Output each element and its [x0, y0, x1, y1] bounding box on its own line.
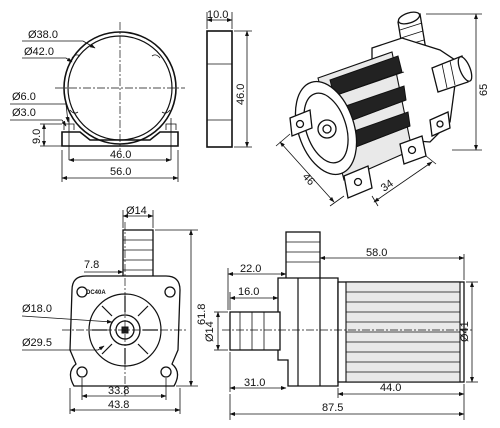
- dim-side-thickness: 10.0: [207, 9, 228, 21]
- dim-inlet-length: 16.0: [238, 286, 259, 298]
- bracket-base: [61, 131, 179, 147]
- dim-motor-diameter: Ø41: [459, 321, 471, 342]
- side-bracket-body: [206, 30, 233, 148]
- bracket-ring-detail: [69, 54, 171, 114]
- dim-overall-length: 87.5: [322, 402, 343, 414]
- dim-iso-height: 65: [478, 84, 490, 96]
- dim-side-nozzle: Ø14: [204, 321, 216, 342]
- dim-front-inner-width: 33.8: [108, 385, 129, 397]
- dim-foot-height: 9.0: [31, 129, 43, 144]
- dim-iso-depth: 46: [300, 171, 317, 188]
- isometric-view: 65 46 34: [275, 11, 490, 207]
- pump-side-view: Ø14 Ø41 22.0 58.0 16.0 31.0 44.0 87.5: [204, 231, 478, 420]
- dim-hole-small: Ø3.0: [12, 107, 36, 119]
- side-inlet-nozzle: [229, 311, 281, 351]
- dim-outer-diameter: Ø42.0: [24, 46, 54, 58]
- dim-outlet-offset: 22.0: [240, 263, 261, 275]
- dim-front-offset: 7.8: [84, 259, 99, 271]
- front-mount-view: Ø38.0 Ø42.0 Ø6.0 Ø3.0 9.0 46.0 56.0: [10, 22, 185, 182]
- dim-hole-large: Ø6.0: [12, 91, 36, 103]
- dim-side-height: 46.0: [235, 84, 247, 105]
- side-mount-view: 10.0 46.0: [206, 9, 252, 148]
- dim-body-diameter: Ø29.5: [22, 337, 52, 349]
- dim-impeller-diameter: Ø18.0: [22, 303, 52, 315]
- dim-motor-length-bottom: 44.0: [380, 382, 401, 394]
- dim-front-height: 61.8: [196, 304, 208, 325]
- dim-iso-length: 34: [379, 178, 396, 195]
- dim-hole-spacing: 46.0: [110, 149, 131, 161]
- side-outlet-nozzle: [285, 231, 321, 281]
- dim-overall-width: 56.0: [110, 166, 131, 178]
- dim-front-nozzle: Ø14: [126, 205, 147, 217]
- model-label: DC40A: [86, 290, 106, 296]
- dim-inner-diameter: Ø38.0: [28, 29, 58, 41]
- dim-inlet-offset: 31.0: [244, 377, 265, 389]
- side-pump-head: [277, 277, 339, 387]
- front-outlet-nozzle: [122, 229, 154, 279]
- dim-front-overall-width: 43.8: [108, 399, 129, 411]
- dim-motor-length-top: 58.0: [366, 247, 387, 259]
- pump-front-view: DC40A Ø14 7.8 Ø18.0 Ø29.5 61.8 33.8 43.8: [21, 205, 208, 414]
